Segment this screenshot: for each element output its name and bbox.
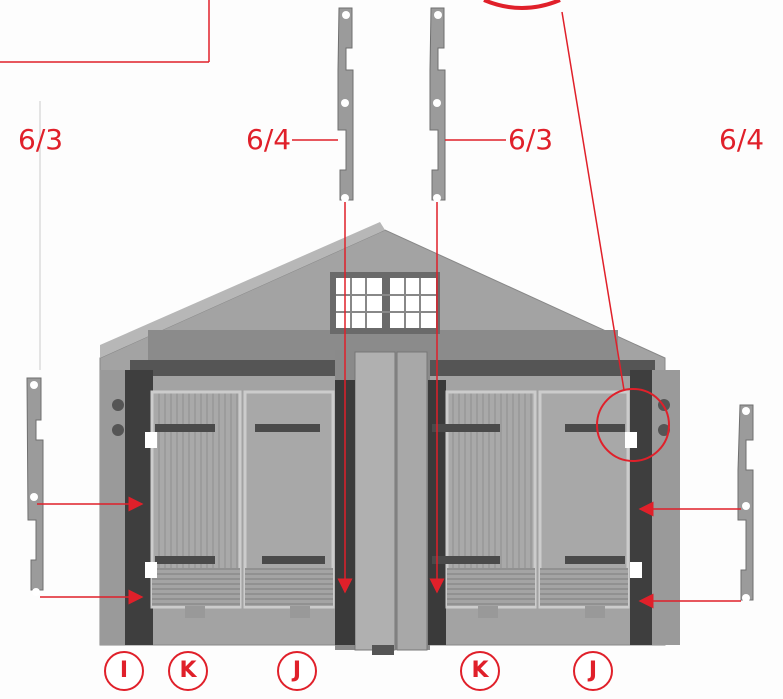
strip-right: [737, 404, 754, 602]
assembly-arrows: [37, 11, 741, 609]
strip-left: [26, 101, 44, 596]
door-panels: [145, 390, 642, 618]
label-top-right-strip: 6/3: [508, 123, 554, 156]
part-marker-i: I: [104, 651, 144, 691]
part-marker-j-right: J: [573, 651, 613, 691]
label-right-strip: 6/4: [719, 123, 765, 156]
strip-top-left: [337, 7, 354, 202]
part-marker-j-left: J: [277, 651, 317, 691]
callout-box-lines: [0, 0, 561, 63]
label-left-strip: 6/3: [18, 123, 64, 156]
strip-top-right: [429, 7, 446, 202]
detail-highlight-circle: [596, 388, 670, 462]
label-top-left-strip: 6/4: [246, 123, 292, 156]
part-marker-k-left: K: [168, 651, 208, 691]
part-marker-k-right: K: [460, 651, 500, 691]
